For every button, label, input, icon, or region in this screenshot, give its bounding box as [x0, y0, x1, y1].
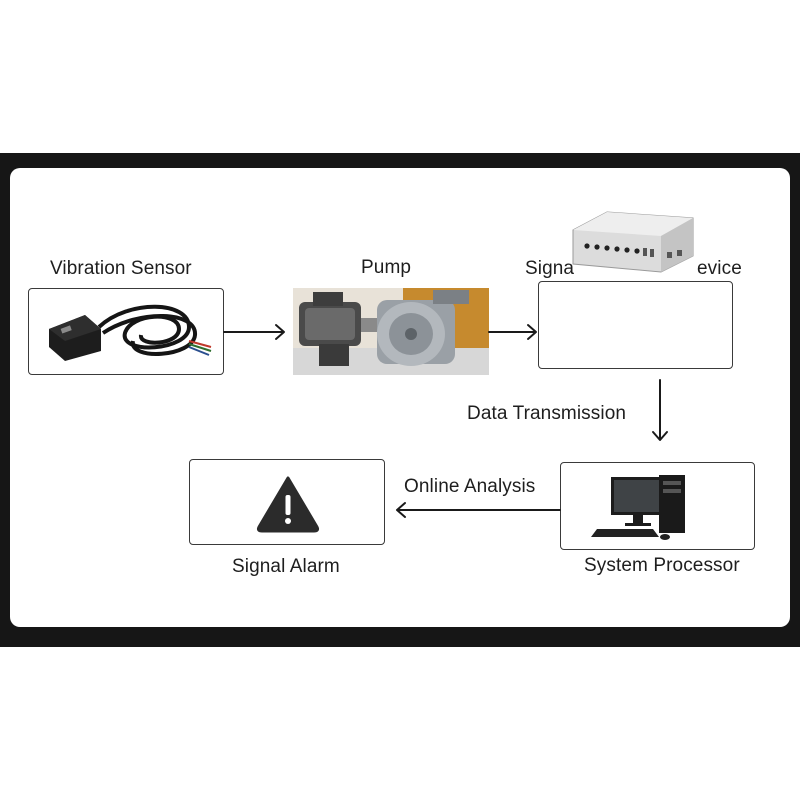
- warning-triangle-icon: [256, 476, 320, 533]
- desktop-computer-image: [591, 475, 685, 540]
- arrow-sensor-to-pump: [223, 324, 285, 340]
- signal-device-label-right: evice: [697, 258, 742, 279]
- arrow-pump-to-device: [488, 324, 537, 340]
- data-transmission-label: Data Transmission: [467, 403, 627, 424]
- signal-device-label-left: Signa: [525, 258, 575, 279]
- signal-alarm-box: [189, 459, 385, 545]
- pump-motor-image: [293, 288, 489, 375]
- signal-acquisition-device-image: [572, 211, 694, 273]
- vibration-sensor-label: Vibration Sensor: [50, 258, 192, 279]
- signal-alarm-label: Signal Alarm: [232, 556, 340, 577]
- pump-image-box: [293, 288, 489, 375]
- arrow-device-to-processor: [652, 379, 668, 441]
- system-processor-label: System Processor: [584, 555, 740, 576]
- system-processor-box: [560, 462, 755, 550]
- pump-label: Pump: [361, 257, 412, 278]
- vibration-sensor-image: [49, 304, 212, 361]
- online-analysis-label: Online Analysis: [404, 476, 536, 497]
- signal-device-box: [538, 281, 733, 369]
- arrow-processor-to-alarm: [396, 502, 561, 518]
